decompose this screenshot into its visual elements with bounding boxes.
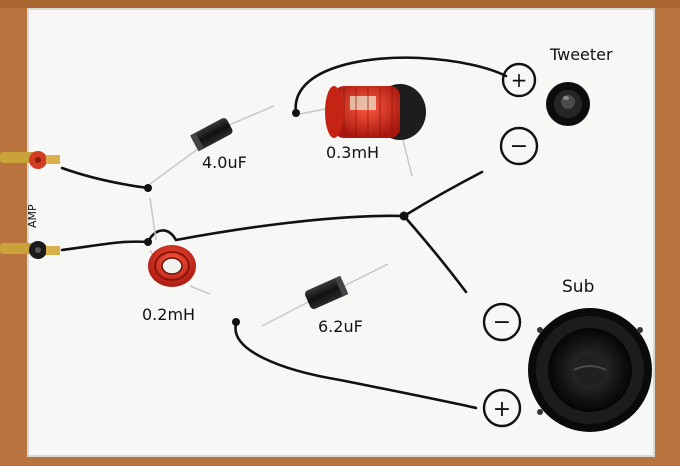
label-tweeter: Tweeter (549, 45, 613, 64)
wire-junction-down (402, 214, 468, 294)
junction-dots (144, 109, 409, 326)
amp-terminals (0, 151, 60, 259)
inductor-sub (148, 245, 196, 287)
polarity-circles (482, 62, 539, 428)
sub-plus-circle (482, 388, 522, 428)
label-ind-tweeter: 0.3mH (326, 143, 379, 162)
dot-cap-left (144, 184, 152, 192)
board-shade (27, 8, 655, 457)
wire-amp-top (60, 166, 150, 190)
polarity-plus-sub: + (493, 397, 511, 422)
polarity-plus-tweeter: + (511, 68, 528, 92)
label-cap-sub: 6.2uF (318, 317, 363, 336)
polarity-minus-tweeter: − (510, 134, 528, 159)
wire-sub-plus (234, 322, 478, 410)
sub-minus-circle (482, 302, 522, 342)
dot-sub-cap (232, 318, 240, 326)
tweeter-minus-circle (499, 126, 539, 166)
polarity-minus-sub: − (493, 310, 511, 335)
capacitor-tweeter (190, 118, 233, 152)
tweeter-plus-circle (501, 62, 537, 98)
capacitor-sub (304, 275, 349, 309)
label-amp: AMP (26, 204, 39, 228)
subwoofer-driver (528, 308, 652, 432)
wire-amp-bottom (60, 214, 406, 252)
label-cap-tweeter: 4.0uF (202, 153, 247, 172)
inductor-tweeter (325, 84, 426, 140)
tweeter-driver (546, 82, 590, 126)
dot-bottom-left (144, 238, 152, 246)
ink-wires (60, 56, 508, 410)
component-leads (149, 105, 413, 327)
wire-junction-up (402, 170, 484, 218)
frame-grain-top (0, 0, 680, 8)
dot-tweeter-coil (292, 109, 300, 117)
wire-tweeter-plus (294, 56, 508, 115)
label-sub: Sub (562, 277, 594, 297)
label-ind-sub: 0.2mH (142, 305, 195, 324)
dot-junction (399, 211, 409, 221)
